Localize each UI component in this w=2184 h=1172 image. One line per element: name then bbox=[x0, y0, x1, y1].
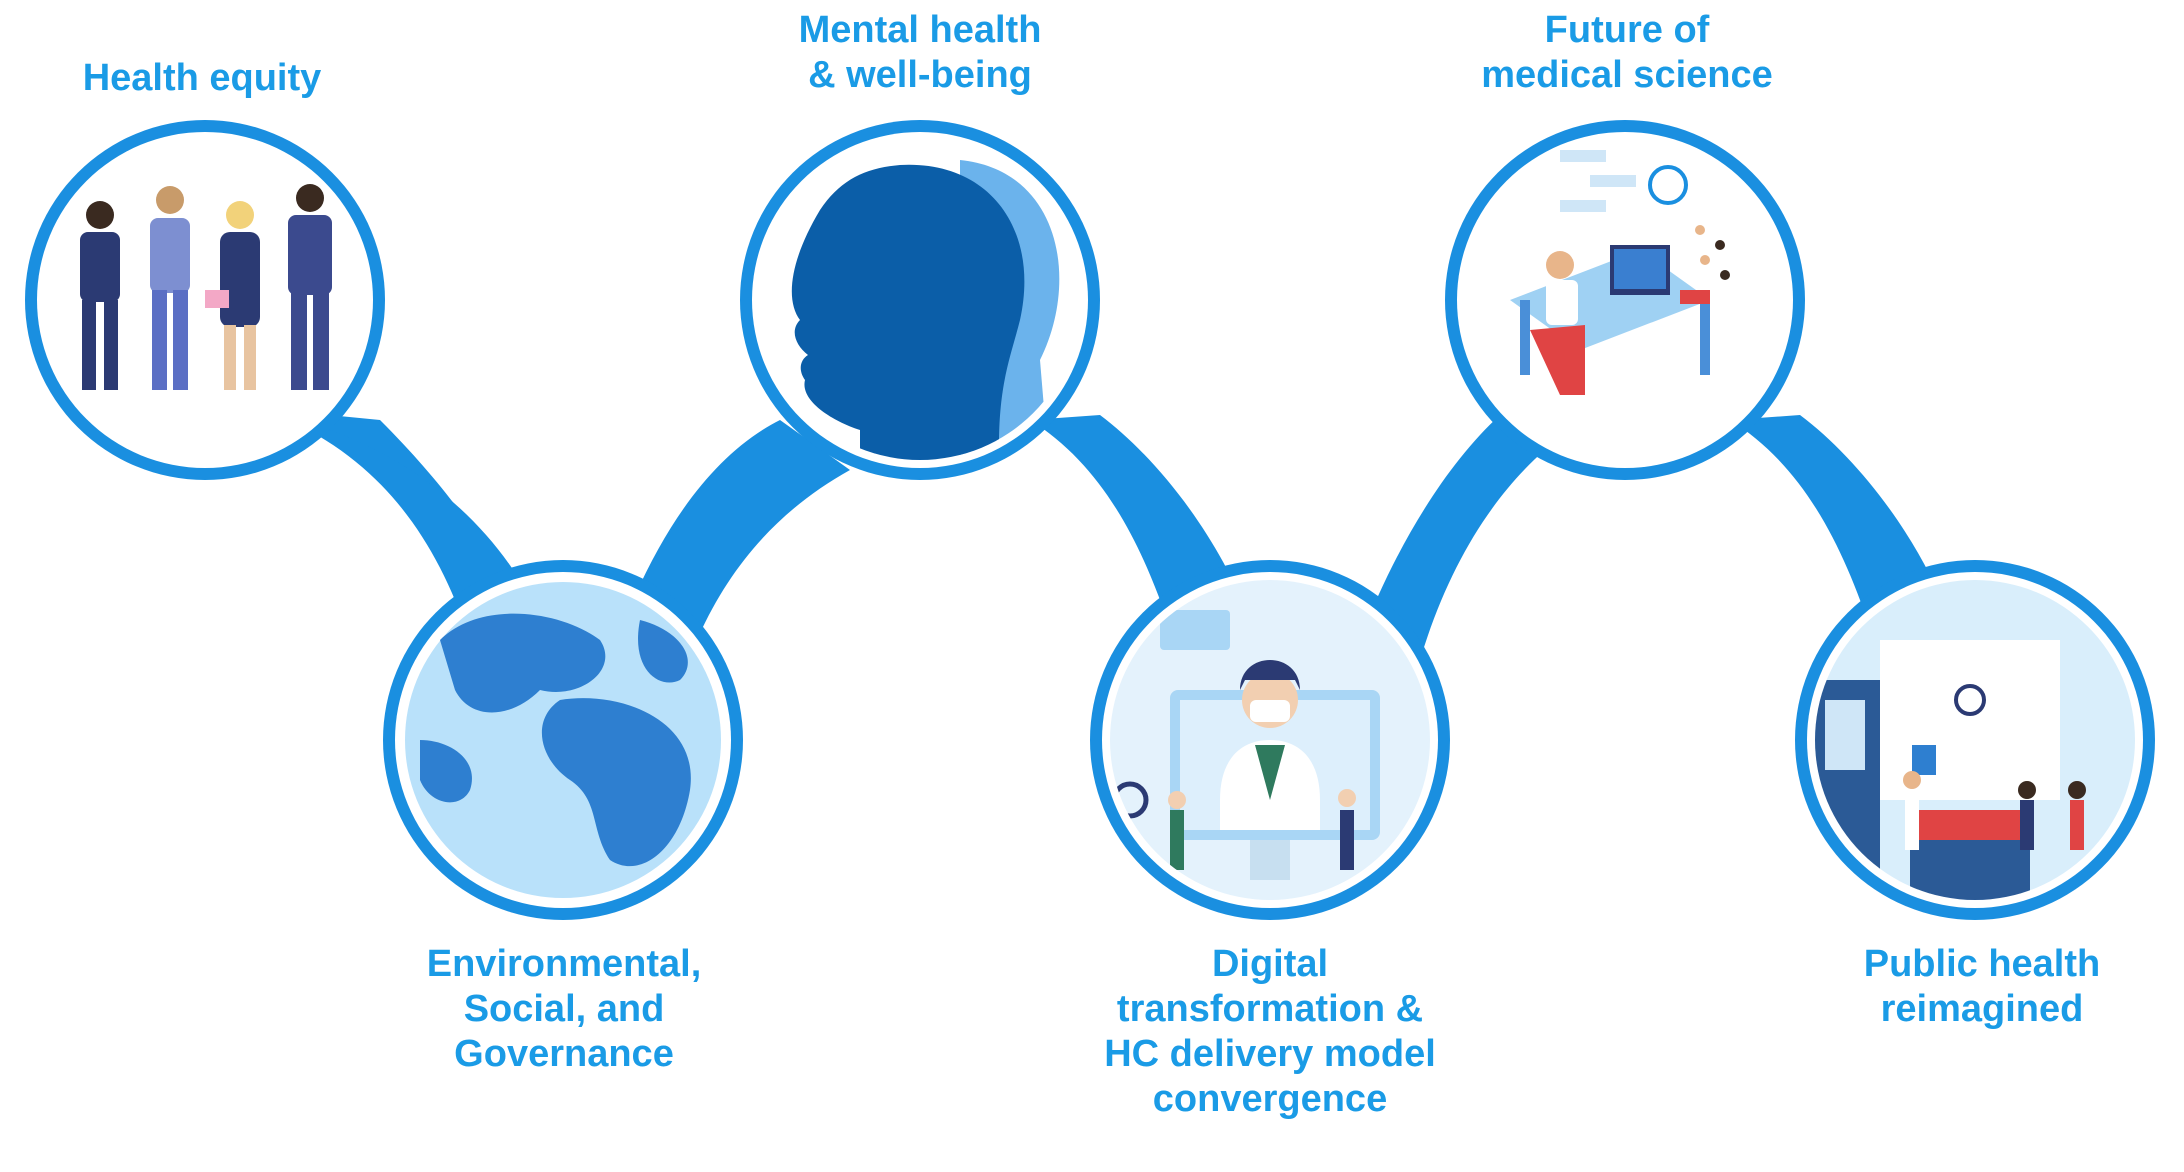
label-future-science: Future of medical science bbox=[1397, 8, 1857, 98]
label-health-equity: Health equity bbox=[0, 56, 432, 101]
label-line: Social, and bbox=[463, 988, 665, 1030]
label-line: Public health bbox=[1863, 943, 2101, 985]
label-esg: Environmental, Social, and Governance bbox=[334, 942, 794, 1077]
circle-future-science bbox=[1445, 120, 1805, 480]
label-line: reimagined bbox=[1880, 988, 2084, 1030]
circle-public-health bbox=[1795, 560, 2155, 920]
label-line: & well-being bbox=[808, 54, 1032, 96]
label-line: HC delivery model bbox=[1104, 1033, 1436, 1075]
label-line: Governance bbox=[454, 1033, 674, 1075]
label-line: Environmental, bbox=[426, 943, 702, 985]
label-line: Digital bbox=[1211, 943, 1329, 985]
label-public-health: Public health reimagined bbox=[1752, 942, 2184, 1032]
circle-esg bbox=[383, 560, 743, 920]
circle-mental-health bbox=[740, 120, 1100, 480]
circle-digital bbox=[1090, 560, 1450, 920]
head-profile-icon bbox=[791, 160, 1060, 460]
label-line: convergence bbox=[1152, 1078, 1388, 1120]
telemedicine-doctor-icon bbox=[1110, 580, 1430, 900]
label-line: transformation & bbox=[1116, 988, 1424, 1030]
label-digital: Digital transformation & HC delivery mod… bbox=[1040, 942, 1500, 1122]
globe-icon bbox=[405, 582, 721, 898]
circle-health-equity bbox=[25, 120, 385, 480]
label-line: Health equity bbox=[82, 57, 322, 99]
scientist-workstation-icon bbox=[1510, 150, 1730, 395]
label-line: Mental health bbox=[798, 9, 1042, 51]
people-group-icon bbox=[80, 184, 332, 390]
clinic-reception-icon bbox=[1815, 580, 2135, 900]
label-line: medical science bbox=[1481, 54, 1773, 96]
label-line: Future of bbox=[1544, 9, 1710, 51]
label-mental-health: Mental health & well-being bbox=[690, 8, 1150, 98]
